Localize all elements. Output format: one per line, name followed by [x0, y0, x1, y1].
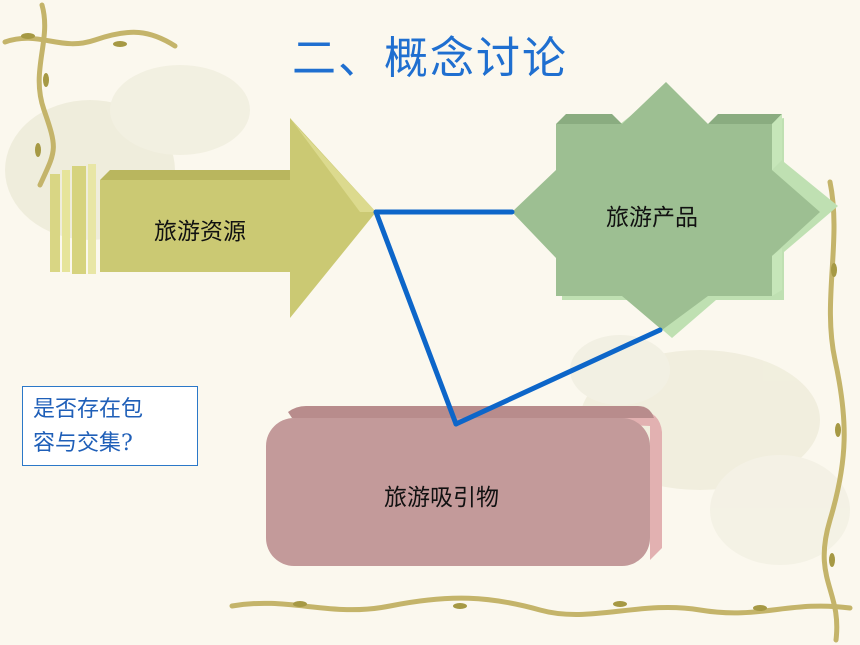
box-shape [266, 418, 650, 566]
connector-attraction-product [453, 327, 663, 427]
attraction-label: 旅游吸引物 [384, 485, 499, 511]
arrow-body [100, 118, 376, 318]
question-note-line-1: 是否存在包 [33, 397, 144, 422]
attraction-box [266, 406, 662, 566]
resource-arrow [50, 118, 376, 318]
arrow-tail-stripe-2 [62, 170, 70, 272]
star-shape [512, 82, 820, 330]
connector-lines [373, 209, 663, 427]
star-top-face-right [708, 114, 782, 124]
question-note-box: 是否存在包 容与交集? [22, 386, 198, 466]
slide-title: 二、概念讨论 [292, 33, 568, 84]
resource-label: 旅游资源 [154, 219, 246, 245]
star-top-face [556, 114, 622, 124]
star-side-face-lower [772, 248, 782, 296]
connector-resource-attraction [373, 209, 459, 427]
box-top-face [288, 406, 654, 418]
product-star [512, 82, 838, 338]
arrow-tail-stripe-3 [72, 166, 86, 274]
star-side-face [772, 114, 782, 170]
question-note-line-2: 容与交集? [33, 431, 133, 456]
product-label: 旅游产品 [606, 205, 698, 231]
arrow-tail-stripe-1 [50, 174, 60, 272]
arrow-tail-stripe-4 [88, 164, 96, 274]
vine-leaves [21, 33, 841, 611]
arrow-body-top-face [100, 170, 300, 180]
